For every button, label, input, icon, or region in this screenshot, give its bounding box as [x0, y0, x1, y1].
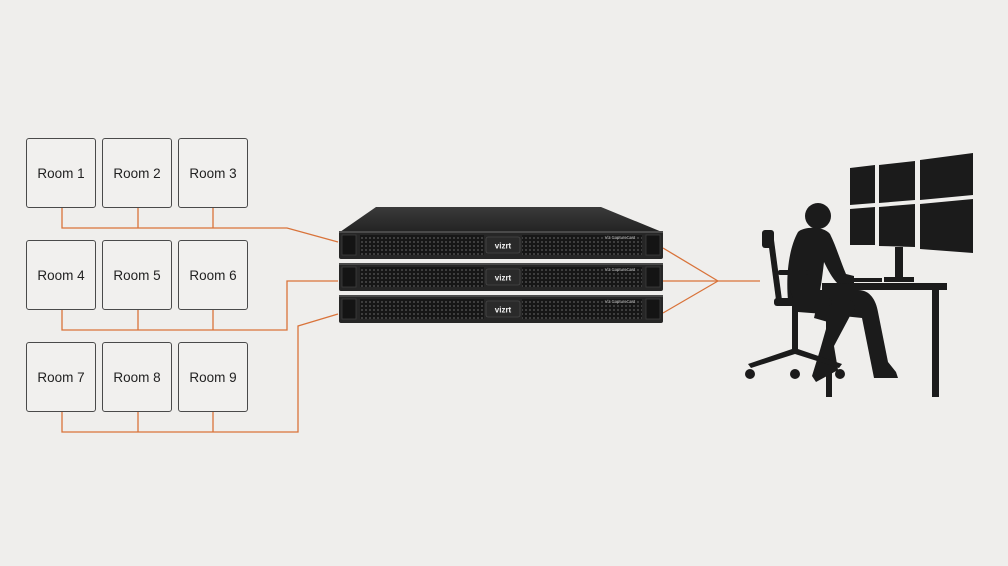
operator-workstation-icon — [745, 153, 973, 397]
desk — [822, 283, 947, 290]
room-box-2: Room 2 — [102, 138, 172, 208]
vizrt-logo-plate — [485, 268, 521, 286]
monitor-bottom-left — [850, 207, 875, 245]
vent-grille — [522, 235, 642, 255]
room-box-6: Room 6 — [178, 240, 248, 310]
vent-grille — [360, 267, 484, 287]
monitor-bottom-middle — [879, 204, 915, 247]
room-box-1: Room 1 — [26, 138, 96, 208]
room-box-4: Room 4 — [26, 240, 96, 310]
monitor-top-middle — [879, 161, 915, 203]
room-box-7: Room 7 — [26, 342, 96, 412]
room-box-9: Room 9 — [178, 342, 248, 412]
server3-output-line — [662, 280, 719, 314]
room-label: Room 8 — [113, 369, 161, 385]
vizrt-logo: vizrt — [495, 242, 512, 251]
vent-grille — [360, 235, 484, 255]
server-unit-1: vizrt Viz CaptureCast — [339, 231, 663, 259]
operator-head — [805, 203, 831, 229]
room-box-8: Room 8 — [102, 342, 172, 412]
room-box-5: Room 5 — [102, 240, 172, 310]
vent-grille — [522, 299, 642, 319]
server-stack: vizrt Viz CaptureCast vizrt Viz CaptureC… — [339, 207, 663, 323]
vent-grille — [522, 267, 642, 287]
server-model-label: Viz CaptureCast — [605, 299, 636, 304]
room-label: Room 1 — [37, 165, 85, 181]
room-label: Room 2 — [113, 165, 161, 181]
server-lid — [340, 207, 662, 232]
room-box-3: Room 3 — [178, 138, 248, 208]
room-label: Room 7 — [37, 369, 85, 385]
room-label: Room 4 — [37, 267, 85, 283]
vent-grille — [360, 299, 484, 319]
room-label: Room 3 — [189, 165, 237, 181]
room-label: Room 9 — [189, 369, 237, 385]
vizrt-logo: vizrt — [495, 274, 512, 283]
monitor-top-left — [850, 165, 875, 205]
room-label: Room 6 — [189, 267, 237, 283]
vizrt-logo-plate — [485, 236, 521, 254]
server-model-label: Viz CaptureCast — [605, 235, 636, 240]
server-unit-3: vizrt Viz CaptureCast — [339, 295, 663, 323]
server-model-label: Viz CaptureCast — [605, 267, 636, 272]
vizrt-logo: vizrt — [495, 306, 512, 315]
room-label: Room 5 — [113, 267, 161, 283]
monitor-bottom-right — [920, 199, 973, 253]
row1-bus-line — [61, 208, 339, 243]
row2-bus-line — [61, 280, 338, 331]
server1-output-line — [662, 247, 719, 282]
row3-bus-line — [61, 313, 339, 433]
vizrt-logo-plate — [485, 300, 521, 318]
monitor-top-right — [920, 153, 973, 200]
server-unit-2: vizrt Viz CaptureCast — [339, 263, 663, 291]
